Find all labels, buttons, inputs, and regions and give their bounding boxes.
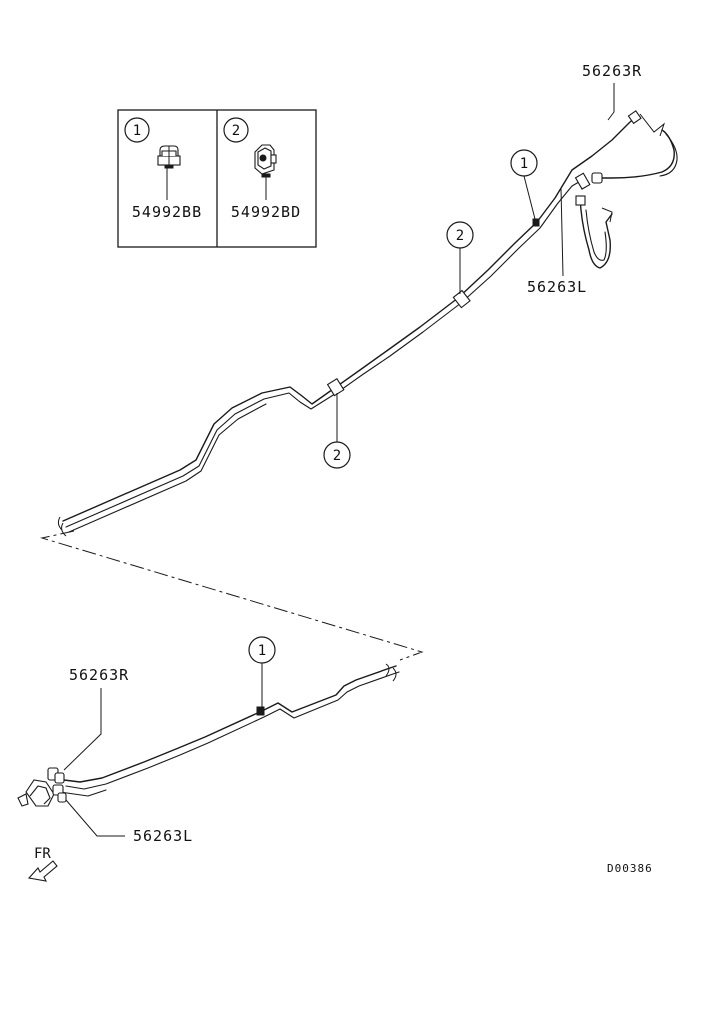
front-clip-1-callout: 1 [248, 636, 276, 708]
clip-54992bb-icon [157, 145, 181, 169]
front-right-part-label: 56263R [69, 666, 129, 684]
svg-text:1: 1 [258, 643, 266, 659]
front-right-leader [63, 688, 102, 771]
lower-clip-2-marker [326, 377, 345, 397]
clip-legend: 1 54992BB 2 54992BD [117, 109, 317, 248]
upper-clip-2-marker [452, 289, 471, 309]
front-pipe-upper [63, 665, 397, 783]
rear-right-hose [599, 129, 675, 179]
rear-right-leader [607, 83, 615, 121]
svg-text:2: 2 [456, 228, 464, 244]
front-direction-indicator: FR [27, 846, 58, 882]
lower-clip-2-callout: 2 [323, 393, 351, 469]
rear-right-fitting [591, 110, 678, 184]
legend-callout-1: 1 [133, 123, 141, 139]
legend-part-54992bd: 54992BD [231, 203, 301, 221]
front-clip-1-marker [256, 706, 265, 716]
front-left-part-label: 56263L [133, 827, 193, 845]
rear-left-leader [560, 187, 564, 277]
legend-cell-1: 1 54992BB [124, 117, 202, 221]
rear-left-fitting [574, 172, 613, 269]
rear-brake-lines: 56263R 56263L 1 2 2 [57, 62, 678, 537]
front-junction-fitting [17, 767, 67, 807]
legend-part-54992bb: 54992BB [132, 203, 202, 221]
clip-54992bd-icon [254, 144, 277, 178]
legend-callout-1-circle [124, 117, 150, 143]
upper-clip-2-callout: 2 [446, 221, 474, 294]
rear-right-part-label: 56263R [582, 62, 642, 80]
rear-pipe-upper [62, 116, 637, 522]
continuation-line [40, 530, 424, 661]
diagram-code: D00386 [607, 862, 653, 875]
rear-clip-1-marker [532, 218, 540, 227]
rear-clip-1-callout: 1 [510, 149, 538, 220]
legend-callout-2-circle [223, 117, 249, 143]
front-left-leader [65, 799, 125, 837]
legend-callout-2: 2 [232, 123, 240, 139]
front-arrow-icon [27, 860, 58, 882]
legend-cell-2: 2 54992BD [223, 117, 301, 221]
rear-left-hose [579, 197, 613, 269]
direction-label: FR [34, 846, 51, 862]
front-pipe-lower [65, 671, 400, 790]
svg-text:1: 1 [520, 156, 528, 172]
rear-left-part-label: 56263L [527, 278, 587, 296]
front-brake-lines: 56263R 56263L 1 [17, 636, 400, 845]
svg-text:2: 2 [333, 448, 341, 464]
